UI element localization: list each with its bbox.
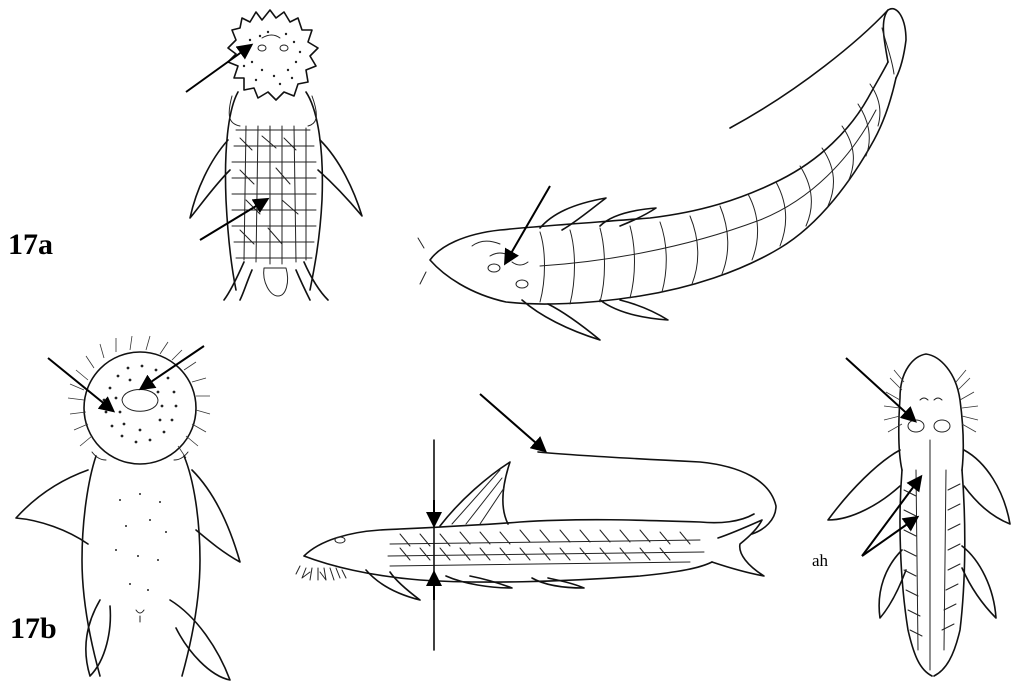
fish-17a-head-papillae <box>243 31 301 85</box>
fish-17b-dorsal-view: ah <box>812 354 1010 676</box>
figure-label-17a: 17a <box>8 228 53 261</box>
fish-17b-pelvic-fin-left <box>86 600 110 676</box>
fish-17a-pectoral-fin-right <box>318 140 362 216</box>
figure-17a: 17a <box>8 9 906 340</box>
fish-17a-eye-left <box>488 264 500 272</box>
fish-17a-ventral-head <box>228 10 318 100</box>
arrow-17b-adipose <box>480 394 544 450</box>
fish-17a-nostril-left <box>258 45 266 51</box>
fish-17a-pectoral-fin-left <box>190 140 230 218</box>
fish-17a-barbels <box>418 238 426 284</box>
fish-17b-adipose-fin <box>538 452 776 534</box>
fish-17a-gill-openings <box>229 96 316 126</box>
fish-17b-pectoral-fin-left <box>16 470 88 544</box>
fish-17b-disc-fringe <box>68 336 210 458</box>
fish-17a-head-contour <box>472 241 500 246</box>
fish-17b-caudal-fin <box>712 520 764 576</box>
fish-17a-nostril-right <box>280 45 288 51</box>
fish-17a-tail-fin-ray <box>882 28 894 74</box>
figure-17b: 17b <box>10 336 1010 680</box>
fish-17a-vent-plate <box>264 268 288 296</box>
fish-17b-dorsal-pectoral-left <box>828 450 900 520</box>
fish-17a-dorsal-view <box>418 9 906 340</box>
arrow-17b-dorsal-eye <box>846 358 914 420</box>
fish-17b-dorsal-head-outline <box>899 354 964 470</box>
fish-17b-dorsal-eye-left <box>908 420 924 432</box>
fish-17a-dorsal-scute-bands <box>540 84 880 304</box>
fish-17a-ventral-view <box>186 10 362 300</box>
fish-17a-eye-right <box>516 280 528 288</box>
fish-17b-body-outline <box>82 456 200 676</box>
fish-17a-ventral-body-outline <box>226 92 323 290</box>
fish-17a-pelvic-fin-lower <box>600 300 668 320</box>
fish-17a-ventral-scutes <box>232 126 316 264</box>
fish-17b-mouth-opening <box>122 390 158 412</box>
fish-17b-dorsal-pectoral-right <box>964 450 1010 524</box>
fish-17a-mouth <box>262 35 280 38</box>
annotation-ah-label: ah <box>812 551 829 570</box>
fish-17b-dorsal-fin-rays <box>452 470 504 524</box>
fish-17b-eye <box>335 537 345 543</box>
fish-17b-lateral-scutes <box>388 530 704 566</box>
arrow-ah-upper <box>862 478 920 556</box>
fish-17a-pectoral-fin-lower <box>522 300 600 340</box>
fish-17b-lateral-body-outline <box>304 514 754 582</box>
fish-17a-nares <box>490 253 528 265</box>
figure-label-17b: 17b <box>10 612 57 645</box>
fish-17b-belly-dots <box>115 493 167 591</box>
fish-17b-dorsal-eye-right <box>934 420 950 432</box>
fish-17b-snout-bristles <box>296 566 346 580</box>
fish-17a-tail-filament <box>730 10 888 128</box>
fish-17b-vent <box>136 610 144 622</box>
arrow-17b-mouth <box>142 346 204 388</box>
arrow-ah-lower <box>862 518 916 556</box>
arrow-17a-ventral-head <box>186 46 250 92</box>
fish-17b-disc-papillae <box>103 365 178 444</box>
fish-17b-dorsal-scute-rows <box>904 440 960 670</box>
fish-17a-dorsal-fin-2 <box>600 208 656 226</box>
fish-17b-lateral-view <box>296 394 776 650</box>
fish-17b-dorsal-pelvic-right <box>962 546 996 618</box>
fish-17b-dorsal-nares <box>920 398 942 400</box>
fish-17b-pelvic-fin-right <box>170 600 230 680</box>
